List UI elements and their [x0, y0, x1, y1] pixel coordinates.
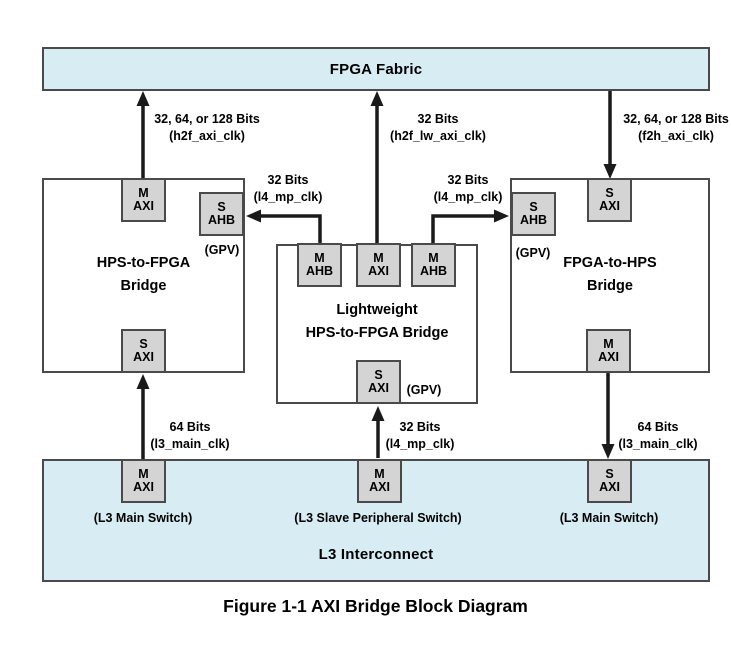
port-role: M [314, 251, 325, 265]
bridge-title-line: HPS-to-FPGA Bridge [305, 325, 449, 341]
bus-width-label: 64 Bits [637, 420, 679, 434]
connection-label-l4-mp-bottom: 32 Bits (l4_mp_clk) [340, 419, 500, 453]
port-bus: AHB [519, 213, 548, 227]
port-role: S [374, 368, 383, 382]
port-bus: AXI [133, 350, 154, 364]
bus-width-label: 32 Bits [267, 173, 309, 187]
bus-width-label: 32 Bits [447, 173, 489, 187]
port-role: M [138, 186, 149, 200]
l3-main-switch-label-left: (L3 Main Switch) [93, 511, 193, 525]
port-lw-m-ahb-left: M AHB [297, 243, 342, 287]
fpga-fabric-band [42, 47, 710, 91]
bus-width-label: 32 Bits [417, 112, 459, 126]
l3-slave-peripheral-switch-label: (L3 Slave Peripheral Switch) [294, 511, 462, 525]
bridge-title-line: Bridge [120, 278, 167, 294]
port-bus: AHB [207, 213, 236, 227]
port-role: M [374, 467, 385, 481]
bus-width-label: 64 Bits [169, 420, 211, 434]
clock-label: (h2f_lw_axi_clk) [390, 129, 486, 143]
gpv-label-left: (GPV) [204, 243, 240, 257]
bridge-title-line: Bridge [587, 278, 633, 294]
port-bus: AXI [599, 480, 620, 494]
port-role: M [428, 251, 439, 265]
hps-to-fpga-bridge-title: HPS-to-FPGA Bridge [42, 252, 245, 298]
fpga-fabric-label: FPGA Fabric [329, 61, 423, 78]
port-bus: AXI [599, 199, 620, 213]
port-bus: AXI [598, 350, 619, 364]
port-fpga2hps-s-ahb: S AHB [511, 192, 556, 236]
connection-label-l4-mp-right: 32 Bits (l4_mp_clk) [388, 172, 548, 206]
port-bus: AHB [305, 264, 334, 278]
connection-label-h2f: 32, 64, or 128 Bits (h2f_axi_clk) [127, 111, 287, 145]
lightweight-bridge-title: Lightweight HPS-to-FPGA Bridge [276, 299, 478, 345]
port-bus: AXI [133, 480, 154, 494]
bridge-title-line: FPGA-to-HPS [563, 255, 657, 271]
port-fpga2hps-s-axi: S AXI [587, 178, 632, 222]
connection-label-l3-main-left: 64 Bits (l3_main_clk) [110, 419, 270, 453]
port-lw-m-ahb-right: M AHB [411, 243, 456, 287]
bus-width-label: 32, 64, or 128 Bits [623, 112, 729, 126]
port-bus: AHB [419, 264, 448, 278]
port-hps2fpga-s-axi: S AXI [121, 329, 166, 373]
clock-label: (f2h_axi_clk) [638, 129, 714, 143]
port-role: M [603, 337, 614, 351]
clock-label: (l4_mp_clk) [433, 190, 503, 204]
port-l3-m-axi-center: M AXI [357, 459, 402, 503]
l3-interconnect-label: L3 Interconnect [318, 546, 434, 563]
gpv-label-center: (GPV) [406, 383, 442, 397]
port-fpga2hps-m-axi: M AXI [586, 329, 631, 373]
bridge-title-line: Lightweight [336, 302, 418, 318]
clock-label: (h2f_axi_clk) [169, 129, 245, 143]
port-role: S [139, 337, 148, 351]
connection-label-f2h: 32, 64, or 128 Bits (f2h_axi_clk) [596, 111, 731, 145]
port-hps2fpga-s-ahb: S AHB [199, 192, 244, 236]
port-role: S [605, 186, 614, 200]
port-role: M [373, 251, 384, 265]
port-hps2fpga-m-axi: M AXI [121, 178, 166, 222]
l3-main-switch-label-right: (L3 Main Switch) [559, 511, 659, 525]
clock-label: (l4_mp_clk) [253, 190, 323, 204]
clock-label: (l3_main_clk) [618, 437, 698, 451]
port-l3-m-axi-left: M AXI [121, 459, 166, 503]
connection-label-h2f-lw: 32 Bits (h2f_lw_axi_clk) [358, 111, 518, 145]
port-role: M [138, 467, 149, 481]
clock-label: (l3_main_clk) [150, 437, 230, 451]
port-bus: AXI [368, 381, 389, 395]
clock-label: (l4_mp_clk) [385, 437, 455, 451]
bus-width-label: 32, 64, or 128 Bits [154, 112, 260, 126]
port-role: S [605, 467, 614, 481]
bridge-title-line: HPS-to-FPGA [96, 255, 191, 271]
fpga-to-hps-bridge-title: FPGA-to-HPS Bridge [510, 252, 710, 298]
port-role: S [217, 200, 226, 214]
port-bus: AXI [133, 199, 154, 213]
port-role: S [529, 200, 538, 214]
port-bus: AXI [368, 264, 389, 278]
connection-label-l3-main-right: 64 Bits (l3_main_clk) [578, 419, 731, 453]
port-lw-s-axi: S AXI [356, 360, 401, 404]
port-bus: AXI [369, 480, 390, 494]
port-lw-m-axi: M AXI [356, 243, 401, 287]
port-l3-s-axi-right: S AXI [587, 459, 632, 503]
figure-caption: Figure 1-1 AXI Bridge Block Diagram [223, 596, 528, 616]
bus-width-label: 32 Bits [399, 420, 441, 434]
connection-label-l4-mp-left: 32 Bits (l4_mp_clk) [208, 172, 368, 206]
gpv-label-right: (GPV) [515, 246, 551, 260]
